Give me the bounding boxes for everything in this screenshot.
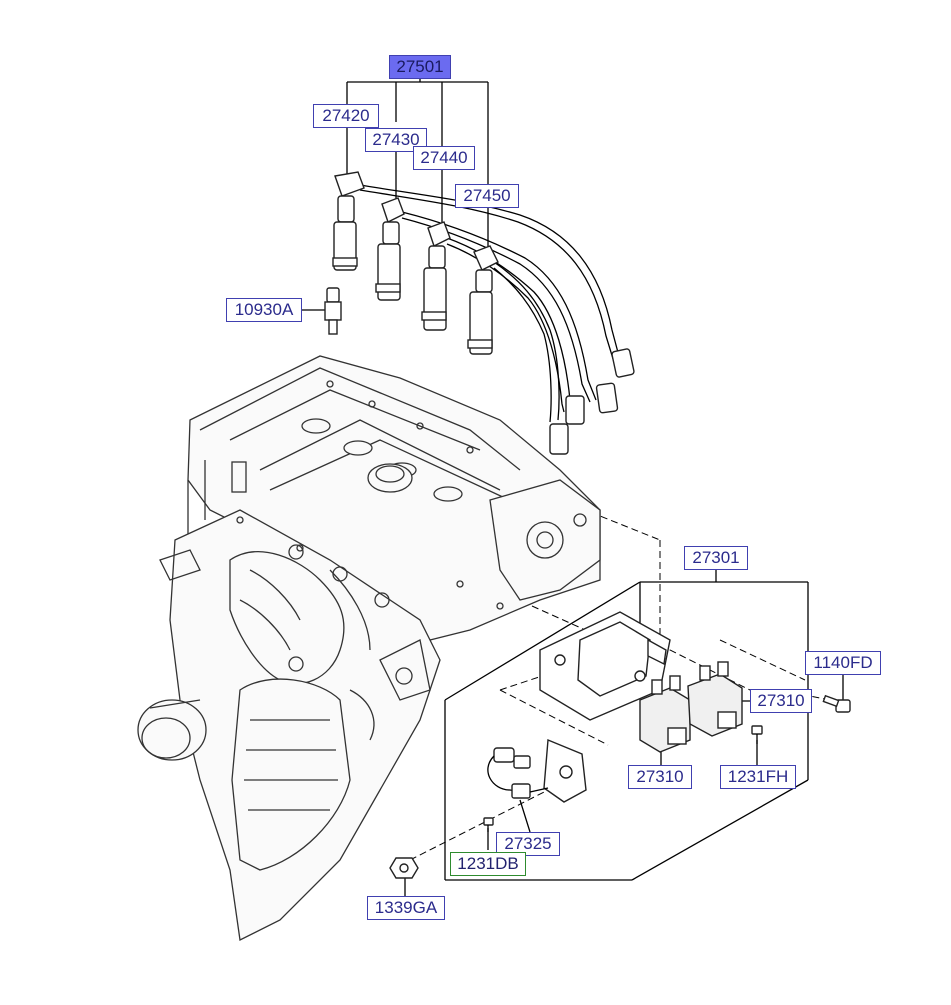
label-10930A[interactable]: 10930A (226, 298, 302, 322)
label-27420[interactable]: 27420 (313, 104, 379, 128)
engine-assembly (137, 355, 601, 941)
label-1231DB[interactable]: 1231DB (450, 852, 526, 876)
label-27310-right[interactable]: 27310 (750, 689, 812, 713)
ignition-cable-set (332, 171, 635, 455)
bolt-1231DB (483, 817, 494, 832)
boot-cyl4 (467, 245, 499, 355)
bolt-1231FH (751, 725, 763, 744)
label-27325[interactable]: 27325 (496, 832, 560, 856)
nut-1339GA (389, 857, 419, 879)
sensor-27325 (487, 738, 587, 803)
label-27450[interactable]: 27450 (455, 184, 519, 208)
label-1231FH[interactable]: 1231FH (720, 765, 796, 789)
ignition-coil-right (687, 661, 743, 737)
label-27440[interactable]: 27440 (413, 146, 475, 170)
label-1140FD[interactable]: 1140FD (805, 651, 881, 675)
ignition-coil-left (639, 675, 691, 753)
boot-cyl3 (421, 221, 451, 331)
boot-cyl1 (332, 171, 365, 271)
boot-cyl2 (375, 197, 405, 301)
bolt-1140FD (822, 694, 851, 713)
label-1339GA[interactable]: 1339GA (367, 896, 445, 920)
label-27301[interactable]: 27301 (684, 546, 748, 570)
spark-plug (324, 287, 342, 335)
label-27310-bottom[interactable]: 27310 (628, 765, 692, 789)
label-27501[interactable]: 27501 (389, 55, 451, 79)
